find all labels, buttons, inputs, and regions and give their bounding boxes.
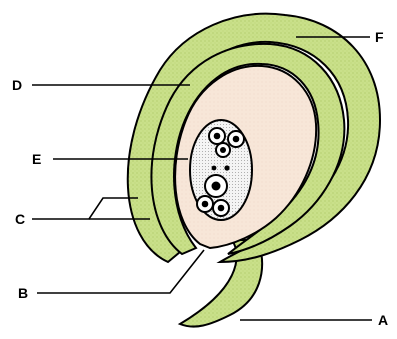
leader-b — [37, 250, 204, 293]
label-e: E — [32, 151, 41, 167]
label-a: A — [378, 312, 388, 328]
leader-c — [32, 198, 138, 219]
label-d: D — [12, 77, 22, 93]
label-c: C — [15, 211, 25, 227]
label-b: B — [18, 285, 28, 301]
label-f: F — [375, 29, 384, 45]
